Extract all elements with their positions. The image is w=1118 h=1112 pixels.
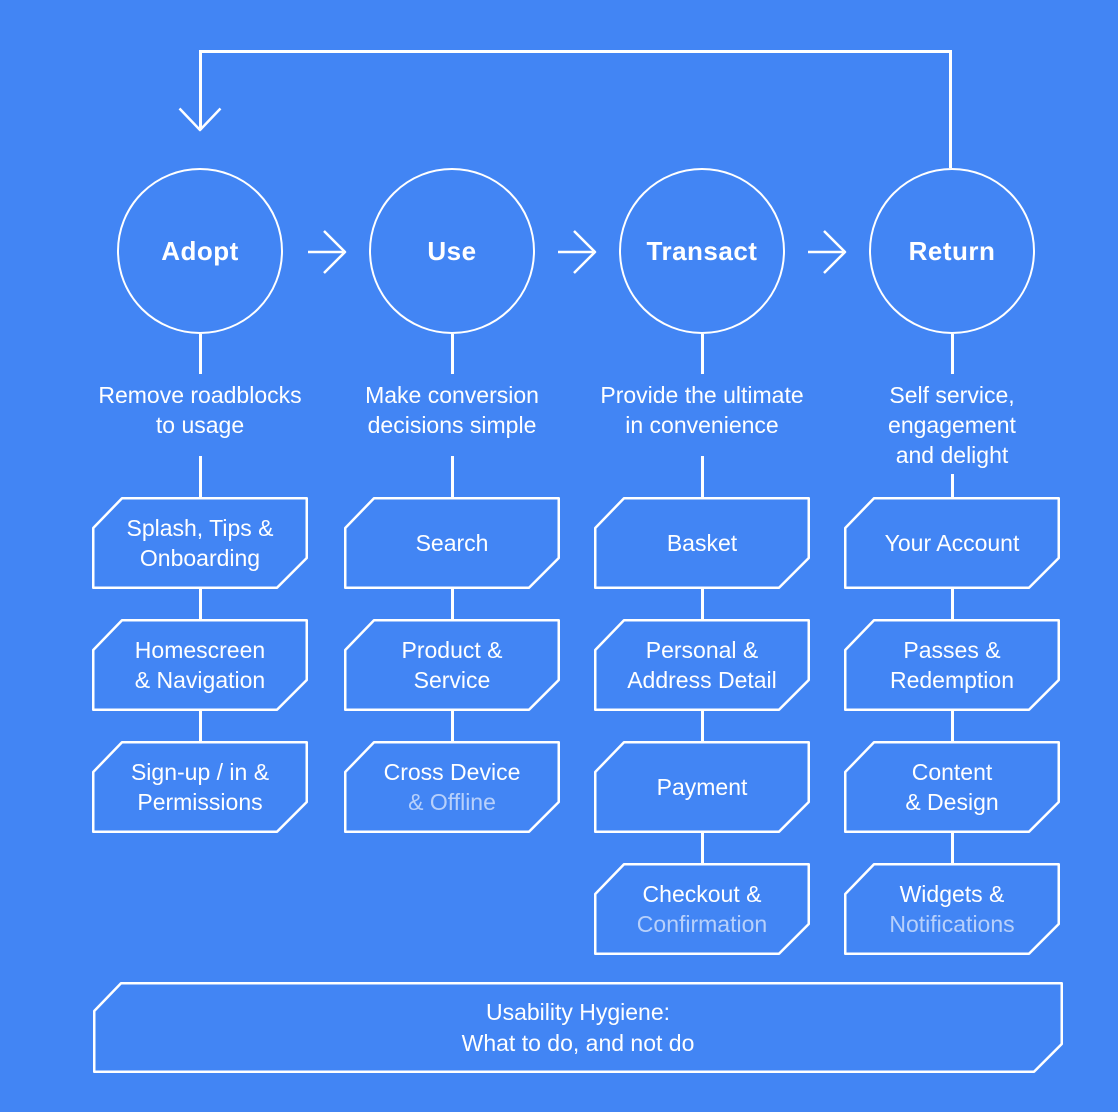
stage-label: Adopt: [161, 235, 239, 266]
box-outline: [844, 497, 1060, 589]
journey-box: Basket: [594, 497, 810, 589]
journey-column-adopt: Adopt Remove roadblocks to usage Splash,…: [75, 0, 325, 1112]
banner-line1: Usability Hygiene:: [485, 998, 671, 1025]
box-outline: [844, 741, 1060, 833]
connector-line: [199, 456, 202, 497]
journey-box: Sign-up / in & Permissions: [92, 741, 308, 833]
box-line2: Notifications: [889, 911, 1015, 937]
box-line1: Basket: [666, 530, 738, 556]
journey-box: Widgets & Notifications: [844, 863, 1060, 955]
box-outline: [92, 497, 308, 589]
box-line2: Onboarding: [139, 545, 261, 571]
box-line1: Widgets &: [899, 881, 1005, 907]
box-line1: Payment: [656, 774, 748, 800]
box-line1: Sign-up / in &: [130, 759, 270, 785]
box-outline: [844, 619, 1060, 711]
box-line1: Your Account: [884, 530, 1020, 556]
feedback-loop-left-line: [199, 50, 202, 130]
box-line1: Product &: [401, 637, 503, 663]
flow-arrow-icon: [308, 230, 347, 274]
box-line2: Confirmation: [636, 911, 768, 937]
stage-description: Provide the ultimate in convenience: [600, 382, 804, 438]
connector-line: [701, 334, 704, 374]
flow-arrow-icon: [808, 230, 847, 274]
connector-line: [701, 711, 704, 741]
banner-line2: What to do, and not do: [461, 1029, 695, 1056]
connector-line: [199, 589, 202, 619]
stage-description: Self service, engagement and delight: [888, 382, 1016, 468]
box-line2: Permissions: [137, 789, 263, 815]
journey-box: Passes & Redemption: [844, 619, 1060, 711]
journey-box: Product & Service: [344, 619, 560, 711]
box-line2: Service: [413, 667, 491, 693]
box-line1: Cross Device: [383, 759, 521, 785]
box-line2: Address Detail: [627, 667, 777, 693]
connector-line: [701, 589, 704, 619]
box-outline: [594, 497, 810, 589]
connector-line: [451, 334, 454, 374]
connector-line: [451, 589, 454, 619]
box-outline: [92, 619, 308, 711]
flow-arrow-icon: [558, 230, 597, 274]
stage-circle-adopt: Adopt: [117, 168, 283, 334]
box-outline: [92, 741, 308, 833]
journey-box: Checkout & Confirmation: [594, 863, 810, 955]
stage-description: Make conversion decisions simple: [365, 382, 539, 438]
journey-box: Search: [344, 497, 560, 589]
feedback-loop-right-line: [949, 50, 952, 168]
box-outline: [594, 741, 810, 833]
journey-column-return: Return Self service, engagement and deli…: [827, 0, 1077, 1112]
connector-line: [951, 589, 954, 619]
box-outline: [594, 863, 810, 955]
stage-description: Remove roadblocks to usage: [98, 382, 302, 438]
box-line1: Content: [911, 759, 993, 785]
box-outline: [344, 619, 560, 711]
box-outline: [594, 619, 810, 711]
box-line1: Splash, Tips &: [126, 515, 274, 541]
journey-box: Your Account: [844, 497, 1060, 589]
usability-hygiene-banner: Usability Hygiene: What to do, and not d…: [93, 982, 1063, 1073]
box-line2: & Design: [905, 789, 999, 815]
stage-label: Transact: [646, 235, 758, 266]
journey-box: Payment: [594, 741, 810, 833]
box-outline: [344, 741, 560, 833]
journey-box: Splash, Tips & Onboarding: [92, 497, 308, 589]
journey-box: Content & Design: [844, 741, 1060, 833]
stage-circle-return: Return: [869, 168, 1035, 334]
box-line2: & Offline: [408, 789, 496, 815]
banner-outline: [93, 982, 1063, 1073]
journey-column-transact: Transact Provide the ultimate in conveni…: [577, 0, 827, 1112]
stage-circle-use: Use: [369, 168, 535, 334]
box-outline: [344, 497, 560, 589]
feedback-loop-top-line: [199, 50, 951, 53]
connector-line: [451, 711, 454, 741]
box-line2: & Navigation: [134, 667, 266, 693]
box-line1: Homescreen: [134, 637, 266, 663]
connector-line: [451, 456, 454, 497]
journey-box: Personal & Address Detail: [594, 619, 810, 711]
stage-circle-transact: Transact: [619, 168, 785, 334]
stage-label: Return: [908, 235, 996, 266]
feedback-arrowhead-icon: [178, 107, 222, 132]
box-line1: Passes &: [903, 637, 1001, 663]
connector-line: [199, 334, 202, 374]
stage-label: Use: [427, 235, 477, 266]
connector-line: [199, 711, 202, 741]
connector-line: [701, 833, 704, 863]
box-line1: Search: [415, 530, 489, 556]
journey-box: Cross Device & Offline: [344, 741, 560, 833]
box-line1: Personal &: [645, 637, 759, 663]
connector-line: [951, 833, 954, 863]
journey-column-use: Use Make conversion decisions simple Sea…: [327, 0, 577, 1112]
box-line1: Checkout &: [642, 881, 762, 907]
box-line2: Redemption: [889, 667, 1015, 693]
connector-line: [951, 711, 954, 741]
connector-line: [701, 456, 704, 497]
journey-box: Homescreen & Navigation: [92, 619, 308, 711]
connector-line: [951, 474, 954, 497]
connector-line: [951, 334, 954, 374]
box-outline: [844, 863, 1060, 955]
